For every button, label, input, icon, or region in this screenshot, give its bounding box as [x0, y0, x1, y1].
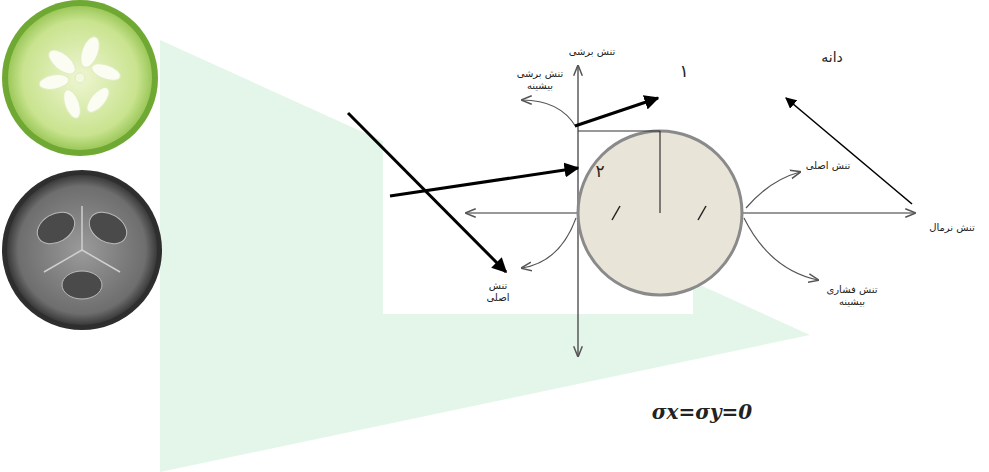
callout-arrow [348, 113, 506, 272]
cucumber-skin [2, 0, 158, 156]
max-shear-label: تنش برشی بیشینه [512, 68, 568, 93]
principal-stress-label: تنش اصلی [798, 160, 858, 173]
tick-mark [612, 206, 620, 220]
cucumber-photo [2, 0, 158, 156]
callout-number: ۲ [588, 161, 612, 182]
cucumber-flesh [8, 6, 152, 150]
callout-label: دانه [802, 49, 862, 67]
tick-mark [698, 206, 706, 220]
max-shear-line [578, 130, 660, 131]
axis-label: تنش برشی [557, 46, 627, 59]
cucumber-section [2, 170, 162, 330]
max-compression-label: تنش فشاری بیشینه [823, 284, 881, 309]
section-lobes [32, 206, 133, 299]
formula: σx=σy=0 [632, 400, 772, 425]
leader-curve [744, 218, 818, 280]
callout-arrow [575, 98, 658, 126]
leader-curve [522, 100, 576, 127]
mohr-circle [578, 131, 742, 295]
leader-curve [746, 172, 800, 208]
callout-number: ۱ [672, 61, 696, 82]
callout-arrow [786, 98, 912, 204]
section-skin [2, 170, 162, 330]
leader-curve [522, 218, 576, 268]
section-flesh [7, 175, 157, 325]
axis-label: تنش نرمال [919, 222, 985, 235]
radius-line [659, 131, 660, 213]
principal-stress-label: تنش اصلی [481, 280, 515, 305]
cucumber-seeds [38, 34, 122, 120]
